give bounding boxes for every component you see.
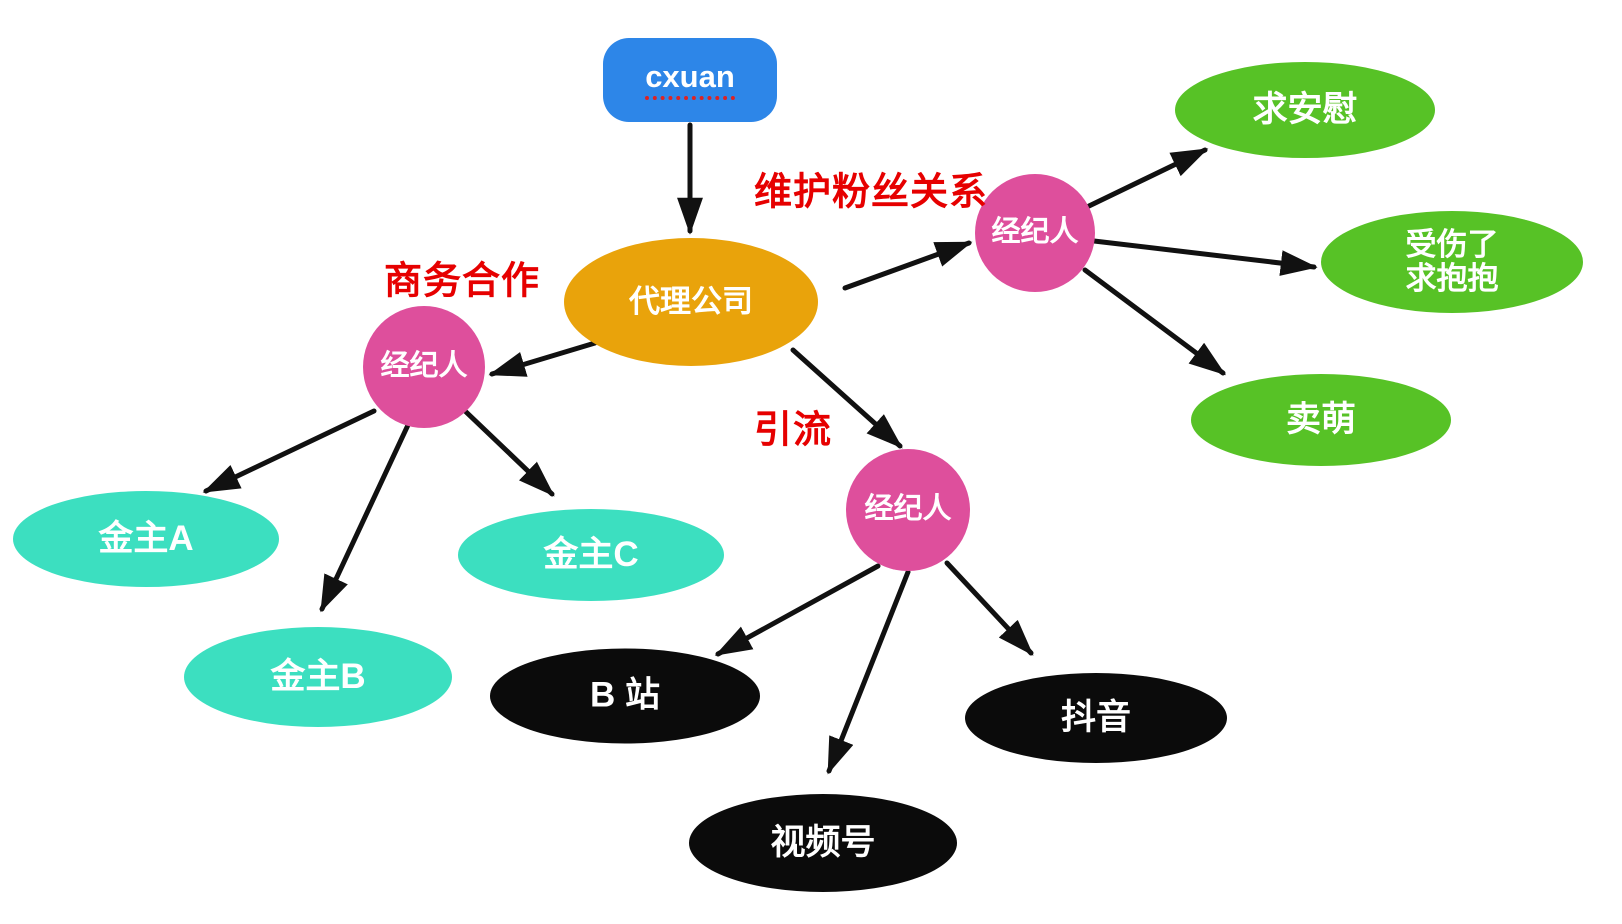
edge-agent-business-sponsor-a — [202, 408, 377, 494]
node-hurt-hug: 受伤了 求抱抱 — [1321, 211, 1583, 313]
edge-agent-business-sponsor-b — [319, 422, 411, 613]
node-label: 视频号 — [770, 822, 876, 862]
edge-agent-traffic-video — [826, 569, 911, 775]
node-label: 抖音 — [1060, 697, 1131, 737]
edge-agent-traffic-bilibili — [714, 563, 881, 657]
edge-agent-traffic-douyin — [944, 560, 1034, 656]
edge-label-maintain-fans: 维护粉丝关系 — [753, 171, 989, 214]
edge-agency-agent-fans — [842, 240, 973, 291]
edge-agent-fans-hurt — [1091, 238, 1318, 276]
node-agency: 代理公司 — [564, 238, 818, 366]
node-label: 求安慰 — [1252, 89, 1358, 129]
node-label-line2: 求抱抱 — [1405, 261, 1499, 296]
node-label: 经纪人 — [864, 493, 952, 526]
edge-agent-business-sponsor-c — [461, 407, 555, 497]
edge-agent-fans-comfort — [1086, 147, 1209, 209]
node-label: 代理公司 — [629, 283, 753, 319]
edge-agency-agent-traffic — [790, 347, 903, 449]
node-sponsor-b: 金主B — [184, 627, 452, 727]
node-agent-business: 经纪人 — [363, 306, 485, 428]
node-sponsor-c: 金主C — [458, 509, 724, 601]
node-label: 金主B — [270, 656, 366, 696]
node-sponsor-a: 金主A — [13, 491, 279, 587]
node-label: 卖萌 — [1285, 399, 1356, 439]
node-cxuan: cxuan — [603, 38, 777, 122]
edge-agent-fans-cute — [1082, 267, 1226, 376]
node-seek-comfort: 求安慰 — [1175, 62, 1435, 158]
node-agent-traffic: 经纪人 — [846, 449, 970, 571]
node-label: 金主C — [543, 534, 639, 574]
node-label-line1: 受伤了 — [1405, 226, 1499, 262]
node-label: cxuan — [645, 60, 735, 100]
node-bilibili: B 站 — [490, 648, 760, 744]
node-douyin: 抖音 — [965, 673, 1227, 763]
node-video-account: 视频号 — [689, 794, 957, 892]
node-label: 金主A — [98, 518, 194, 558]
node-sell-cute: 卖萌 — [1191, 374, 1451, 466]
node-label: B 站 — [589, 675, 660, 715]
edge-label-business-coop: 商务合作 — [383, 260, 541, 303]
node-label: 经纪人 — [991, 216, 1079, 249]
edge-agency-agent-business — [488, 340, 598, 377]
edge-label-traffic: 引流 — [753, 409, 833, 452]
node-label: 经纪人 — [380, 350, 468, 383]
node-agent-fans: 经纪人 — [975, 174, 1095, 292]
